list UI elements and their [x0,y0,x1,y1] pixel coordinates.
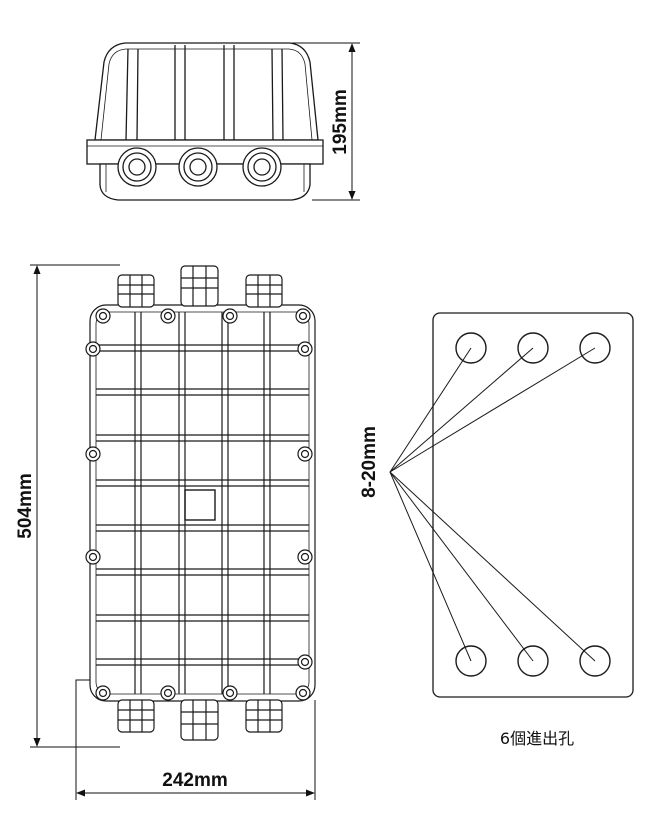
top-gland-right [245,274,283,308]
mounting-lug-hole [300,449,310,459]
length-label: 504mm [15,473,36,539]
mounting-lug [295,685,311,701]
bottom-gland-left [117,699,155,733]
length-dimension [30,264,120,748]
bottom-gland-right [245,699,283,733]
mounting-lug-hole [300,552,310,562]
port-panel [432,312,634,698]
port-leader-line [389,471,596,662]
width-dimension [75,679,316,800]
bottom-gland-center [180,699,219,741]
port-leader-line [389,347,534,473]
ports-caption: 6個進出孔 [500,729,574,748]
mounting-lug [297,654,313,670]
mounting-lug-hole [225,688,235,698]
port-leader-line [389,471,472,662]
mounting-lug-hole [98,688,108,698]
mounting-lug [85,549,101,565]
mounting-lug [295,308,311,324]
mounting-lug [160,685,176,701]
mounting-lug [222,308,238,324]
height-label: 195mm [330,89,351,155]
side-port-left [117,147,157,187]
top-view [85,265,316,741]
mounting-lugs [85,308,313,701]
top-gland-center [180,265,219,307]
side-view [86,42,324,201]
side-port-right [242,147,282,187]
center-window [184,489,216,521]
mounting-lug [85,341,101,357]
mounting-lug [160,308,176,324]
mounting-lug-hole [163,311,173,321]
mounting-lug-hole [88,449,98,459]
port-leader-lines [389,347,596,662]
mounting-lug-hole [88,552,98,562]
mounting-lug [222,685,238,701]
mounting-lug [297,446,313,462]
mounting-lug-hole [300,657,310,667]
port-leader-line [389,471,534,662]
mounting-lug-hole [98,311,108,321]
width-label: 242mm [162,770,228,791]
mounting-lug-hole [298,311,308,321]
mounting-lug-hole [88,344,98,354]
mounting-lug [95,308,111,324]
port-leader-line [389,347,596,473]
mounting-lug [95,685,111,701]
top-view-grid [96,312,309,694]
mounting-lug-hole [300,344,310,354]
mounting-lug-hole [163,688,173,698]
mounting-lug [297,549,313,565]
top-gland-left [117,274,155,308]
side-port-center [178,147,218,187]
port-leader-line [389,347,472,473]
mounting-lug-hole [298,688,308,698]
port-range-label: 8-20mm [359,426,380,498]
mounting-lug [297,341,313,357]
mounting-lug-hole [225,311,235,321]
mounting-lug [85,446,101,462]
height-dimension [292,42,360,201]
